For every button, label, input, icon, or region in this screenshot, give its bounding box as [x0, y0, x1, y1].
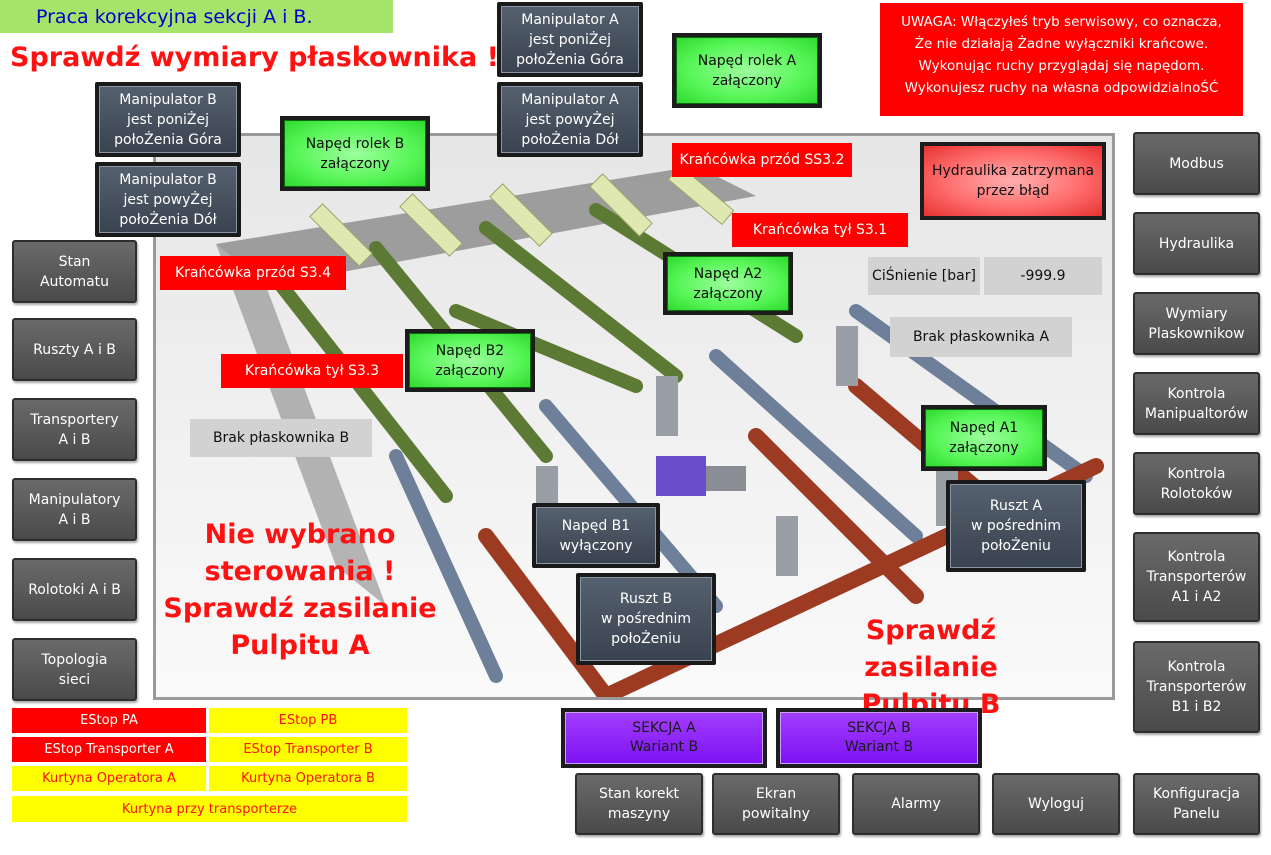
- service-mode-warning: UWAGA: Włączyłeś tryb serwisowy, co ozna…: [880, 3, 1243, 116]
- manipulator-b-above-bottom: Manipulator B jest powyŻej połoŻenia Dół: [95, 162, 241, 237]
- nav-flat-bar-dimensions[interactable]: Wymiary Plaskownikow: [1133, 292, 1260, 355]
- nav-logout[interactable]: Wyloguj: [992, 773, 1120, 835]
- section-a-button[interactable]: SEKCJA A Wariant B: [561, 708, 767, 768]
- pressure-value: -999.9: [984, 257, 1102, 295]
- limit-switch-rear-s33: Krańcówka tył S3.3: [221, 354, 403, 388]
- estop-pa: EStop PA: [12, 708, 206, 733]
- nav-manipulator-control[interactable]: Kontrola Manipualtorów: [1133, 372, 1260, 435]
- limit-switch-rear-s31: Krańcówka tył S3.1: [732, 213, 908, 247]
- drive-a2-status: Napęd A2 załączony: [663, 252, 793, 315]
- nav-panel-config[interactable]: Konfiguracja Panelu: [1133, 773, 1260, 835]
- drive-rolls-b-status: Napęd rolek B załączony: [280, 116, 430, 191]
- nav-welcome-screen[interactable]: Ekran powitalny: [712, 773, 840, 835]
- drive-b1-status: Napęd B1 wyłączony: [532, 503, 660, 568]
- section-b-label: SEKCJA B Wariant B: [780, 712, 978, 764]
- section-b-button[interactable]: SEKCJA B Wariant B: [776, 708, 982, 768]
- no-control-message: Nie wybrano sterowania ! Sprawdź zasilan…: [163, 519, 437, 661]
- drive-b2-status: Napęd B2 załączony: [405, 329, 535, 392]
- grate-b-position: Ruszt B w pośrednim połoŻeniu: [576, 573, 716, 665]
- estop-transporter-b: EStop Transporter B: [209, 737, 407, 762]
- missing-flat-a: Brak płaskownika A: [890, 317, 1072, 357]
- hydraulics-stopped-alarm: Hydraulika zatrzymana przez błąd: [920, 142, 1106, 220]
- section-title-bar: [0, 0, 393, 33]
- nav-network-topology[interactable]: Topologia sieci: [12, 638, 137, 701]
- estop-pb: EStop PB: [209, 708, 407, 733]
- curtain-operator-b: Kurtyna Operatora B: [209, 766, 407, 791]
- nav-transporters[interactable]: Transportery A i B: [12, 398, 137, 461]
- manipulator-b-below-top: Manipulator B jest poniŻej połoŻenia Gór…: [95, 82, 241, 157]
- drive-rolls-a-status: Napęd rolek A załączony: [672, 33, 822, 108]
- nav-grates[interactable]: Ruszty A i B: [12, 318, 137, 381]
- nav-machine-state[interactable]: Stan Automatu: [12, 240, 137, 303]
- drive-a1-status: Napęd A1 załączony: [921, 405, 1047, 471]
- curtain-transporter: Kurtyna przy transporterze: [12, 796, 407, 822]
- nav-alarms[interactable]: Alarmy: [852, 773, 980, 835]
- manipulator-a-above-bottom: Manipulator A jest powyŻej połoŻenia Dół: [497, 82, 643, 157]
- missing-flat-b: Brak płaskownika B: [190, 419, 372, 457]
- power-b-message: Sprawdź zasilanie Pulpitu B: [861, 615, 1001, 720]
- nav-transporter-b-control[interactable]: Kontrola Transporterów B1 i B2: [1133, 641, 1260, 733]
- manipulator-a-below-top: Manipulator A jest poniŻej połoŻenia Gór…: [497, 2, 643, 77]
- nav-roller-table-control[interactable]: Kontrola Rolotoków: [1133, 452, 1260, 515]
- grate-a-position: Ruszt A w pośrednim połoŻeniu: [946, 480, 1086, 572]
- nav-manipulators[interactable]: Manipulatory A i B: [12, 478, 137, 541]
- nav-roller-tables[interactable]: Rolotoki A i B: [12, 558, 137, 621]
- estop-transporter-a: EStop Transporter A: [12, 737, 206, 762]
- limit-switch-front-ss32: Krańcówka przód SS3.2: [672, 143, 852, 177]
- nav-correction-state[interactable]: Stan korekt maszyny: [575, 773, 703, 835]
- pressure-label: CiŚnienie [bar]: [868, 257, 980, 295]
- nav-transporter-a-control[interactable]: Kontrola Transporterów A1 i A2: [1133, 532, 1260, 622]
- hydraulics-stopped-text: Hydraulika zatrzymana przez błąd: [924, 146, 1102, 216]
- section-title: Praca korekcyjna sekcji A i B.: [36, 6, 313, 28]
- section-a-label: SEKCJA A Wariant B: [565, 712, 763, 764]
- nav-modbus[interactable]: Modbus: [1133, 132, 1260, 195]
- curtain-operator-a: Kurtyna Operatora A: [12, 766, 206, 791]
- check-dimensions-warning: Sprawdź wymiary płaskownika !: [10, 42, 499, 73]
- limit-switch-front-s34: Krańcówka przód S3.4: [160, 256, 346, 290]
- nav-hydraulics[interactable]: Hydraulika: [1133, 212, 1260, 275]
